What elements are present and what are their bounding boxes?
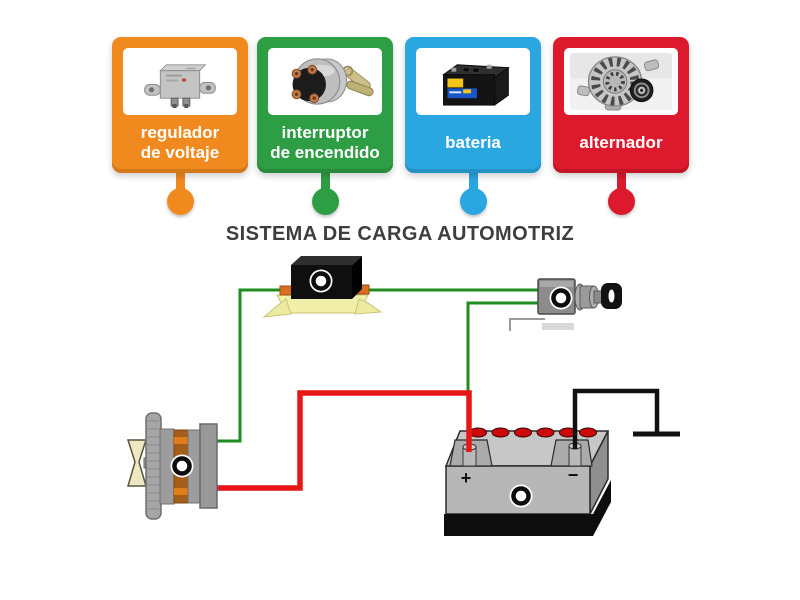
stud-center <box>310 67 314 72</box>
card-alternador[interactable]: alternador <box>553 37 689 173</box>
battery-base-side <box>593 480 611 536</box>
alternator-pulley-nut <box>640 88 644 92</box>
regulator-marker[interactable] <box>309 269 333 293</box>
alternator-winding-stripe-top <box>174 437 188 444</box>
card-connector-stem <box>175 165 185 193</box>
battery-cap <box>514 427 532 438</box>
regulator-red-chip <box>181 78 186 82</box>
card-connector-dot-regulador[interactable] <box>166 188 194 215</box>
stud-center <box>294 71 299 76</box>
battery-photo <box>416 48 530 115</box>
regulator-body-top <box>159 64 207 72</box>
black-wire-battery-negative-to-ground <box>572 388 660 449</box>
alternator-lug <box>576 85 591 97</box>
battery-diagram: + − <box>444 427 611 536</box>
battery-marker[interactable] <box>509 484 533 508</box>
alternator-marker[interactable] <box>170 454 194 478</box>
key <box>346 80 374 97</box>
regulator-connector-tip <box>184 104 189 109</box>
battery-photo-cap <box>462 67 470 73</box>
alternator-rear-block <box>199 423 218 509</box>
switch-shaft <box>593 290 603 304</box>
card-bateria[interactable]: bateria <box>405 37 541 173</box>
regulator-text-line <box>185 67 196 70</box>
battery-plus-sign: + <box>461 468 472 488</box>
green-wire-alternator-to-regulator-to-switch <box>216 288 538 443</box>
regulator-ear-hole <box>148 87 155 93</box>
stud-center <box>294 92 299 97</box>
battery-cap <box>491 427 510 438</box>
card-connector-stem <box>616 165 626 193</box>
regulator-base-right-wing <box>354 298 383 315</box>
regulator-connector-tip <box>172 104 177 109</box>
battery-label-blue <box>447 88 477 99</box>
alternator-photo <box>564 48 678 115</box>
card-interruptor-de-encendido[interactable]: interruptor de encendido <box>257 37 393 173</box>
diagram-title: SISTEMA DE CARGA AUTOMOTRIZ <box>225 223 575 245</box>
card-connector-dot-bateria[interactable] <box>459 188 487 215</box>
card-connector-dot-interruptor[interactable] <box>311 188 339 215</box>
card-label: interruptor de encendido <box>270 123 380 162</box>
ignition-switch-marker[interactable] <box>549 286 573 310</box>
red-wire-alternator-to-battery-positive <box>216 390 472 491</box>
alternator-fan-ridges <box>147 420 160 510</box>
voltage-regulator-photo <box>123 48 237 115</box>
stud-center <box>312 96 316 100</box>
regulator-ear-hole <box>205 85 212 91</box>
battery-base <box>444 514 593 536</box>
card-label: alternador <box>579 133 663 153</box>
card-label: bateria <box>445 133 501 153</box>
card-label: regulador de voltaje <box>140 123 220 162</box>
battery-photo-cap <box>472 67 480 73</box>
switch-shadow-bar <box>542 323 574 330</box>
card-connector-dot-alternador[interactable] <box>607 188 635 215</box>
alternator-pulley-groove <box>633 82 650 99</box>
card-connector-stem <box>468 165 478 193</box>
regulator-text-line <box>166 74 182 77</box>
battery-cap <box>469 427 487 438</box>
regulator-base-left-wing <box>262 298 292 318</box>
regulator-box-top <box>291 256 362 265</box>
battery-label-logo <box>463 89 472 94</box>
ignition-switch-photo <box>268 48 382 115</box>
card-regulador-de-voltaje[interactable]: regulador de voltaje <box>112 37 248 173</box>
battery-photo-terminal <box>451 67 457 72</box>
battery-cap <box>579 427 597 438</box>
card-connector-stem <box>320 165 330 193</box>
battery-cap <box>536 427 555 438</box>
battery-photo-terminal <box>486 64 492 69</box>
regulator-text-line <box>166 79 179 82</box>
alternator-pulley <box>126 439 148 487</box>
key-head-slot <box>608 289 615 303</box>
switch-body-highlight <box>540 281 573 287</box>
battery-minus-sign: − <box>568 465 579 485</box>
alternator-winding-stripe-bottom <box>174 488 188 495</box>
battery-label-text-dash <box>449 91 462 94</box>
alternator-lug <box>643 59 660 72</box>
battery-label-yellow <box>447 78 464 88</box>
regulator-box-side <box>352 256 362 299</box>
green-wire-switch-to-battery-junction <box>466 301 538 393</box>
alternator-inner-slots <box>605 71 625 92</box>
